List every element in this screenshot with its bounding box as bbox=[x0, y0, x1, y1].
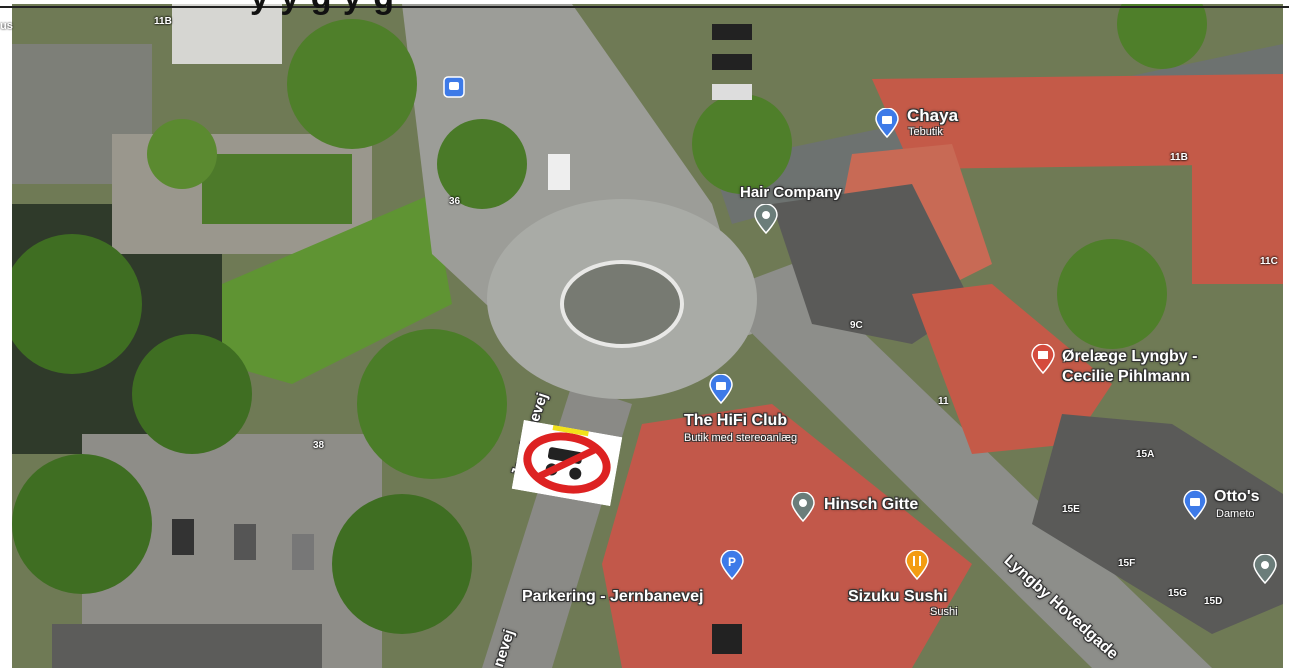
tree bbox=[287, 19, 417, 149]
map-view[interactable]: Chaya Tebutik Hair Company Ørelæge Lyngb… bbox=[12, 4, 1283, 668]
map-pin-icon[interactable] bbox=[1252, 554, 1278, 584]
car bbox=[172, 519, 194, 555]
road-lyngby-hovedgade bbox=[712, 264, 1212, 668]
house-number: 15G bbox=[1168, 588, 1187, 599]
shopping-bag-icon[interactable] bbox=[874, 108, 900, 138]
building-hifi bbox=[602, 404, 972, 668]
place-category-ottos: Dameto bbox=[1216, 508, 1255, 520]
car bbox=[712, 624, 742, 654]
parking-icon[interactable]: P bbox=[719, 550, 745, 580]
place-name-orelaege[interactable]: Ørelæge Lyngby - bbox=[1062, 348, 1198, 365]
house-number: 36 bbox=[449, 196, 461, 207]
tree bbox=[692, 94, 792, 194]
bus-stop-icon[interactable] bbox=[443, 76, 465, 98]
tree bbox=[332, 494, 472, 634]
satellite-map[interactable] bbox=[12, 4, 1283, 668]
map-pin-icon[interactable] bbox=[753, 204, 779, 234]
place-name-chaya[interactable]: Chaya bbox=[907, 106, 959, 125]
building-chaya bbox=[872, 74, 1283, 169]
house-number: 15D bbox=[1204, 596, 1223, 607]
car bbox=[548, 154, 570, 190]
no-motor-vehicles-sign-icon[interactable] bbox=[511, 419, 623, 507]
place-name-hinsch[interactable]: Hinsch Gitte bbox=[824, 496, 919, 513]
house-number: 11 bbox=[938, 396, 949, 407]
place-name-ottos[interactable]: Otto's bbox=[1214, 488, 1260, 505]
car bbox=[234, 524, 256, 560]
svg-text:P: P bbox=[728, 555, 736, 569]
place-name-orelaege-line2: Cecilie Pihlmann bbox=[1062, 368, 1191, 385]
place-category-chaya: Tebutik bbox=[908, 126, 943, 138]
edge-label: us bbox=[0, 20, 13, 32]
lawn bbox=[222, 194, 452, 384]
map-pin-icon[interactable] bbox=[790, 492, 816, 522]
building-11b-left bbox=[172, 4, 282, 64]
cropped-title: y y g y g bbox=[250, 0, 395, 17]
place-name-hifi-club[interactable]: The HiFi Club bbox=[684, 412, 788, 429]
building-11c bbox=[1192, 154, 1283, 284]
building-15 bbox=[1032, 414, 1283, 634]
tree bbox=[12, 234, 142, 374]
place-category-sizuku: Sushi bbox=[930, 606, 958, 618]
tree bbox=[147, 119, 217, 189]
house-number: 11B bbox=[154, 16, 172, 27]
tree bbox=[1117, 4, 1207, 69]
tree bbox=[12, 454, 152, 594]
house-number: 38 bbox=[313, 440, 325, 451]
place-name-parkering[interactable]: Parkering - Jernbanevej bbox=[522, 588, 704, 605]
restaurant-icon[interactable] bbox=[904, 550, 930, 580]
building-11 bbox=[912, 284, 1112, 454]
house-number: 15E bbox=[1062, 504, 1080, 515]
shopping-bag-icon[interactable] bbox=[1182, 490, 1208, 520]
top-border-line bbox=[0, 6, 1289, 8]
place-category-hifi-club: Butik med stereoanlæg bbox=[684, 432, 798, 444]
place-name-hair-company[interactable]: Hair Company bbox=[740, 184, 842, 201]
tree bbox=[1057, 239, 1167, 349]
roundabout-center bbox=[560, 260, 684, 348]
car bbox=[292, 534, 314, 570]
tree bbox=[357, 329, 507, 479]
house-number: 15A bbox=[1136, 449, 1155, 460]
lawn-small bbox=[202, 154, 352, 224]
house-number: 9C bbox=[850, 320, 863, 331]
medical-briefcase-icon[interactable] bbox=[1030, 344, 1056, 374]
car bbox=[712, 84, 752, 100]
house-number: 11B bbox=[1170, 152, 1188, 163]
car bbox=[712, 24, 752, 40]
house-number: 15F bbox=[1118, 558, 1136, 569]
right-margin bbox=[1283, 8, 1289, 668]
left-margin bbox=[0, 8, 12, 668]
shopping-bag-icon[interactable] bbox=[708, 374, 734, 404]
building-bottom-left bbox=[52, 624, 322, 668]
tree bbox=[132, 334, 252, 454]
place-name-sizuku[interactable]: Sizuku Sushi bbox=[848, 588, 948, 605]
tree bbox=[437, 119, 527, 209]
car bbox=[712, 54, 752, 70]
house-number: 11C bbox=[1260, 256, 1278, 267]
